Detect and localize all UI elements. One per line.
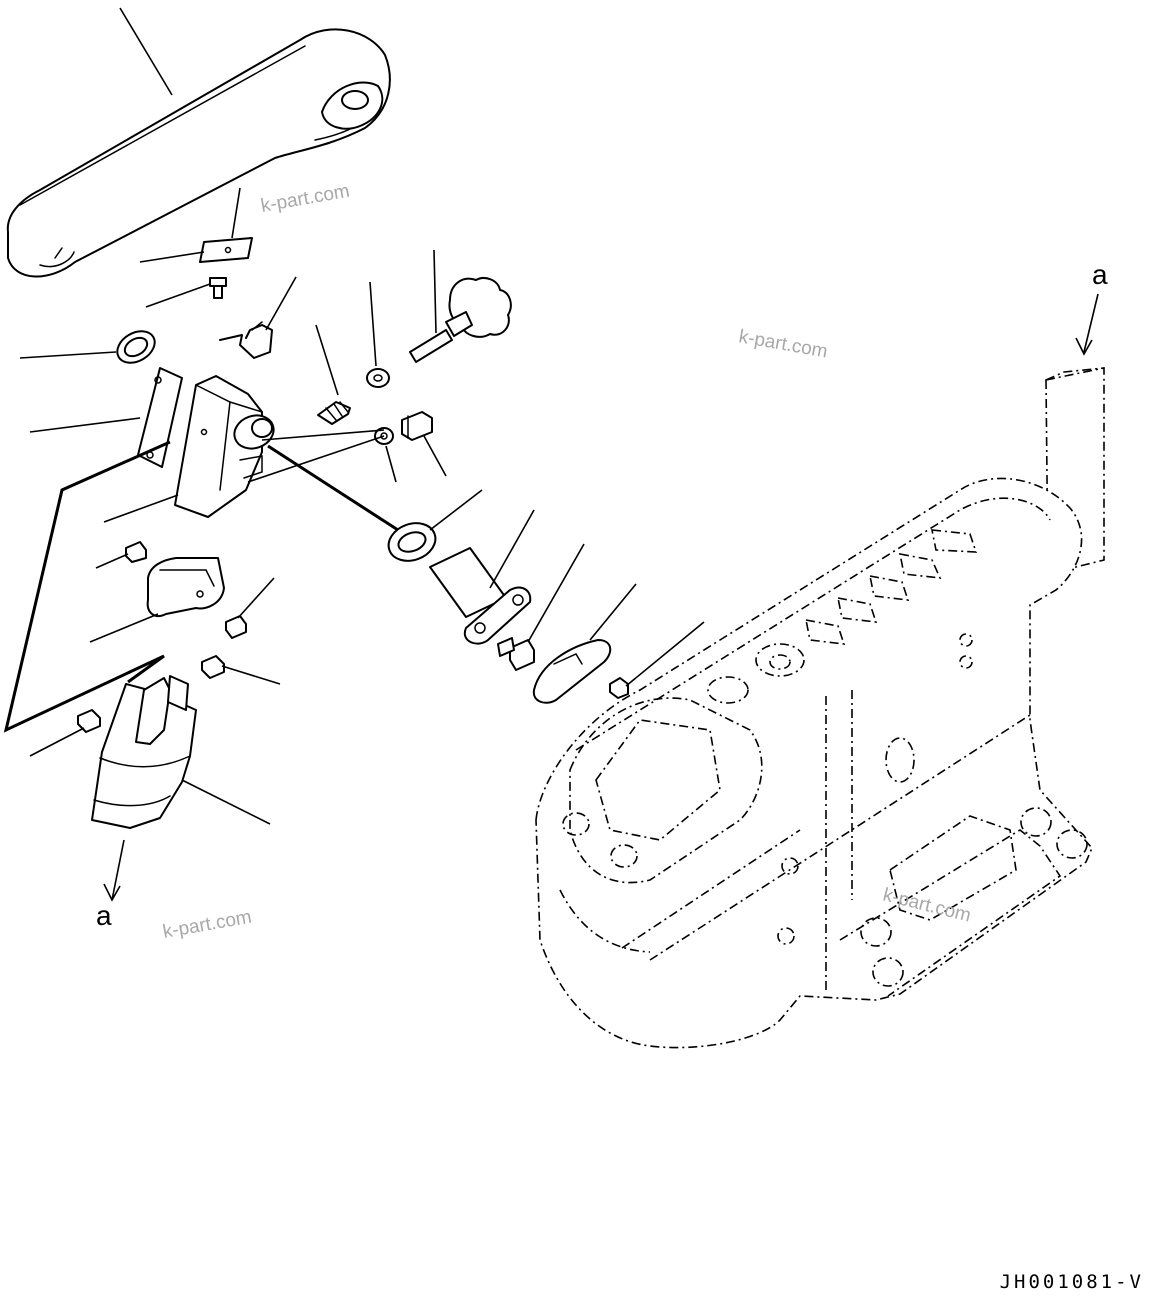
washer-large-left xyxy=(19,330,156,364)
washer-small-a xyxy=(366,281,390,388)
armrest xyxy=(6,7,391,278)
routing-line xyxy=(3,440,171,733)
drawing-code: JH001081-V xyxy=(1000,1271,1144,1293)
spring xyxy=(315,324,351,425)
callout-a-bottom: a xyxy=(96,839,125,931)
callout-a-top: a xyxy=(1075,259,1108,356)
washer-small-b xyxy=(374,427,397,483)
main-bracket xyxy=(103,375,275,523)
gasket-plate xyxy=(29,367,183,468)
bolt-d xyxy=(95,541,147,569)
bolt-g xyxy=(29,709,101,757)
watermark: k-part.com xyxy=(259,181,351,217)
screw-right xyxy=(609,621,705,699)
bolt-e xyxy=(225,577,275,639)
spacer-plate xyxy=(139,237,253,263)
knob xyxy=(409,249,512,363)
bolt-b xyxy=(401,411,447,477)
cover-plate xyxy=(532,583,637,704)
screw-top xyxy=(145,277,227,308)
housing-cover xyxy=(91,675,271,829)
callout-label-top: a xyxy=(1092,259,1108,290)
console-assembly xyxy=(535,367,1105,1049)
shaft-plate xyxy=(429,509,535,645)
clip-bracket xyxy=(219,276,297,359)
callout-label-bottom: a xyxy=(96,900,112,931)
bolt-f xyxy=(201,655,281,685)
bolt-c xyxy=(497,543,585,671)
watermark: k-part.com xyxy=(737,326,829,362)
bracket-cup xyxy=(89,557,225,643)
watermark: k-part.com xyxy=(161,907,253,943)
washer-large-mid xyxy=(387,489,483,562)
pin-lines xyxy=(247,429,399,532)
